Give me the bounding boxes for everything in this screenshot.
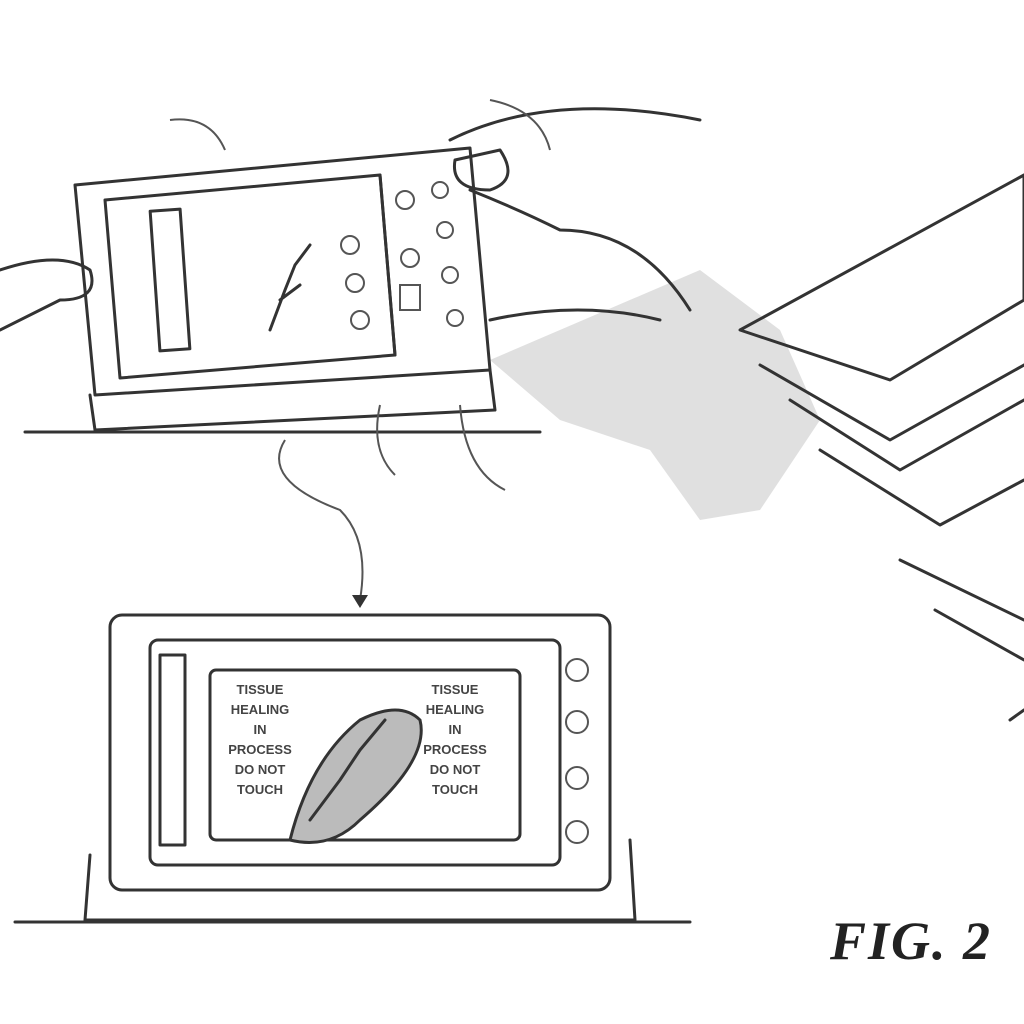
- dock-upper: [88, 368, 497, 432]
- tissue-image: [268, 243, 312, 332]
- warning-text-right: TISSUE HEALING IN PROCESS DO NOT TOUCH: [423, 682, 487, 797]
- warning-text-left: TISSUE HEALING IN PROCESS DO NOT TOUCH: [228, 682, 292, 797]
- stacked-layers: [738, 173, 1024, 722]
- dock-lower: [83, 838, 637, 922]
- projection-beam: [490, 270, 820, 520]
- handheld-device-upper: [73, 146, 492, 397]
- right-hand: [448, 107, 702, 322]
- figure-label: FIG. 2: [830, 911, 993, 971]
- left-hand: [0, 258, 94, 332]
- handheld-device-lower: [108, 613, 612, 892]
